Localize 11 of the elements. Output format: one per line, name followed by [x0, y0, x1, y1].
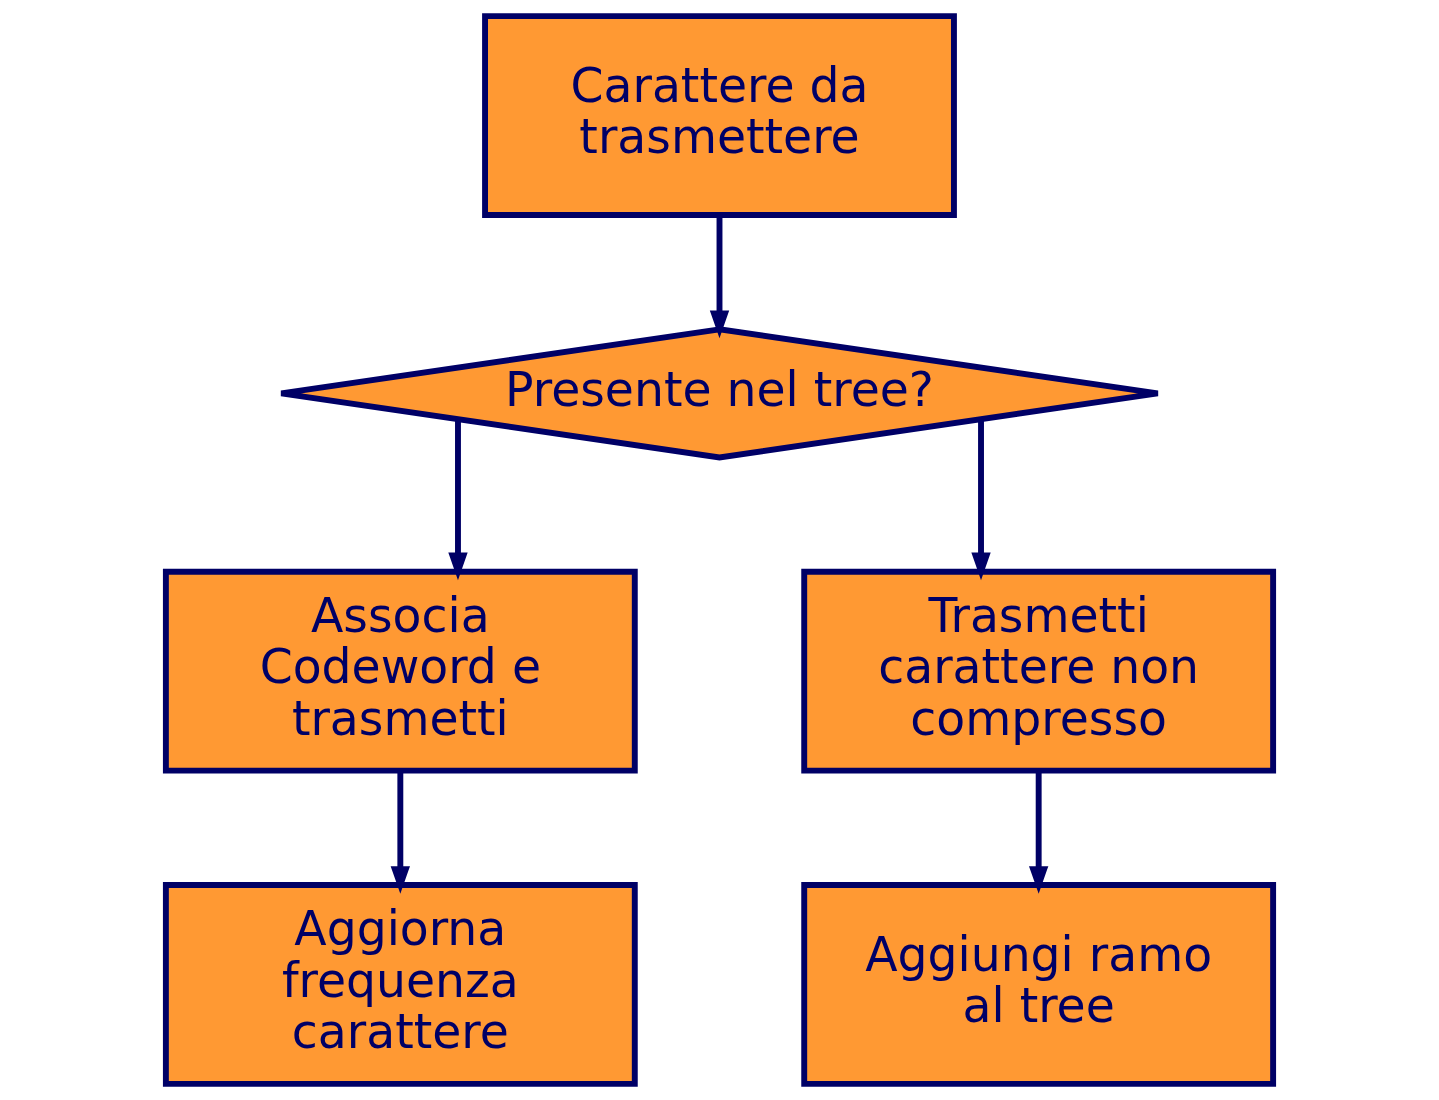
node-box: Trasmetti carattere non compresso — [801, 568, 1277, 774]
arrow — [1029, 771, 1049, 894]
arrow — [971, 419, 991, 581]
node-box: Aggiungi ramo al tree — [801, 881, 1277, 1087]
arrow — [709, 215, 730, 339]
arrow — [390, 771, 410, 894]
node-box: Associa Codeword e trasmetti — [162, 568, 638, 774]
node-box: Carattere da trasmettere — [482, 13, 957, 219]
node-diamond: Presente nel tree? — [278, 326, 1161, 461]
arrow — [448, 419, 468, 581]
node-box: Aggiorna frequenza carattere — [162, 881, 638, 1087]
